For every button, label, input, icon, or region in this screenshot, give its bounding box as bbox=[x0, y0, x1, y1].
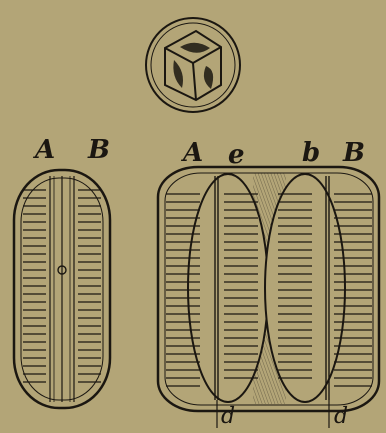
label-right-b-lower: b bbox=[302, 140, 320, 166]
label-bottom-d2: d bbox=[334, 406, 348, 428]
left-frustule-figure bbox=[14, 170, 110, 408]
label-right-e: e bbox=[228, 142, 245, 168]
label-right-a: A bbox=[183, 140, 203, 166]
cross-section-figure bbox=[146, 18, 240, 112]
right-frustule-figure bbox=[158, 167, 379, 428]
label-left-a: A bbox=[35, 137, 55, 163]
label-bottom-d1: d bbox=[221, 406, 235, 428]
label-left-b: B bbox=[88, 137, 110, 163]
label-right-b-upper: B bbox=[343, 140, 365, 166]
